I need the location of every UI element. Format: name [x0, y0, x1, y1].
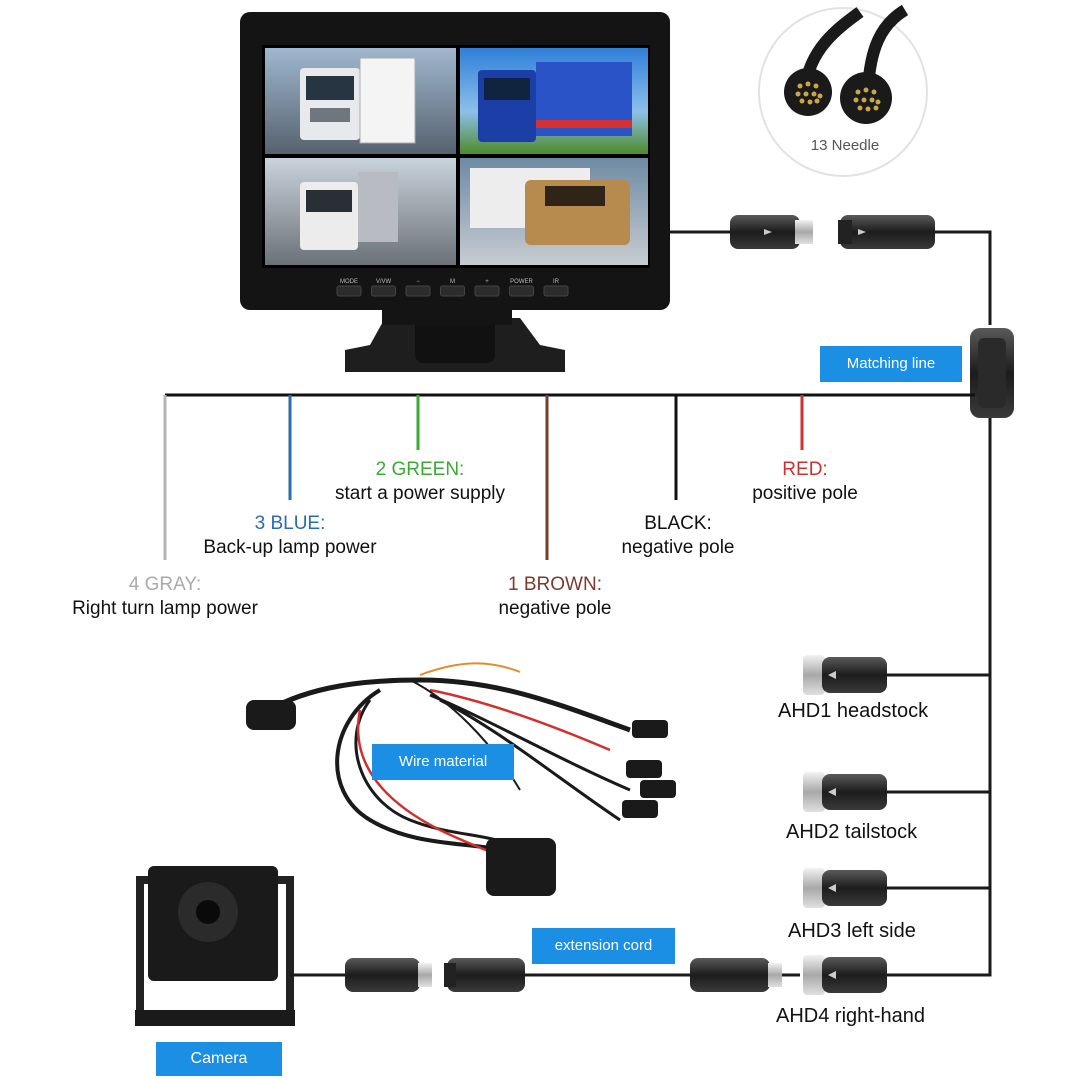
matching-line-splitter [970, 328, 1014, 418]
wire-desc-brown: negative pole [498, 598, 612, 619]
connector-caption: 13 Needle [811, 137, 879, 154]
wire-name-gray: 4 GRAY: [128, 574, 202, 595]
wire-label-blue: 3 BLUE: Back-up lamp power [170, 512, 410, 560]
svg-text:M: M [450, 279, 455, 285]
extension-cord-tag: extension cord [532, 928, 675, 964]
wire-name-black: BLACK: [644, 513, 712, 534]
truck-image-2 [478, 62, 632, 142]
ahd3-label: AHD3 left side [788, 920, 916, 942]
wire-label-gray: 4 GRAY: Right turn lamp power [40, 573, 290, 621]
svg-text:POWER: POWER [510, 279, 533, 285]
svg-text:V/VW: V/VW [376, 279, 392, 285]
ahd-plug-3 [803, 868, 887, 908]
wire-desc-green: start a power supply [334, 483, 506, 504]
wire-desc-blue: Back-up lamp power [203, 537, 377, 558]
svg-text:−: − [416, 279, 420, 285]
monitor-plug-pair [730, 215, 935, 249]
svg-text:IR: IR [553, 279, 560, 285]
wire-name-green: 2 GREEN: [375, 459, 465, 480]
monitor-button-2[interactable]: − [405, 279, 431, 297]
wire-label-black: BLACK: negative pole [588, 512, 768, 560]
ahd-plug-4 [803, 955, 887, 995]
wire-label-red: RED: positive pole [725, 458, 885, 506]
wire-desc-red: positive pole [752, 483, 858, 504]
camera-lens-icon [196, 900, 220, 924]
svg-text:MODE: MODE [340, 279, 358, 285]
wire-name-brown: 1 BROWN: [508, 574, 602, 595]
wire-material-tag: Wire material [372, 744, 514, 780]
ahd-plug-2 [803, 772, 887, 812]
ahd2-label: AHD2 tailstock [786, 821, 918, 843]
monitor-button-6[interactable]: IR [543, 279, 569, 297]
monitor: MODE V/VW − M + POWER IR [240, 12, 670, 372]
wire-label-green: 2 GREEN: start a power supply [300, 458, 540, 506]
wire-harness-image [246, 662, 676, 896]
wire-name-blue: 3 BLUE: [254, 513, 326, 534]
monitor-button-4[interactable]: + [474, 279, 500, 297]
wire-drops [163, 395, 804, 560]
connector-inset: 13 Needle [758, 4, 928, 177]
monitor-button-5[interactable]: POWER [509, 279, 534, 297]
wire-label-brown: 1 BROWN: negative pole [455, 573, 655, 621]
connector-plug-left [784, 68, 832, 116]
svg-text:+: + [485, 279, 489, 285]
monitor-button-1[interactable]: V/VW [371, 279, 396, 297]
main-cables [670, 230, 992, 977]
wire-name-red: RED: [782, 459, 828, 480]
ahd4-label: AHD4 right-hand [776, 1005, 925, 1027]
wire-desc-black: negative pole [621, 537, 735, 558]
ahd-plug-1 [803, 655, 887, 695]
truck-image-1 [300, 57, 416, 144]
wire-desc-gray: Right turn lamp power [72, 598, 258, 619]
camera-image [135, 866, 295, 1026]
camera-tag: Camera [156, 1042, 282, 1076]
matching-line-tag: Matching line [820, 346, 962, 382]
monitor-button-0[interactable]: MODE [336, 279, 362, 297]
monitor-button-3[interactable]: M [440, 279, 465, 297]
monitor-buttons: MODE V/VW − M + POWER IR [336, 279, 569, 297]
ahd-plugs [803, 655, 887, 995]
extension-cord [290, 958, 800, 992]
truck-image-4 [470, 168, 630, 245]
truck-image-3 [300, 172, 398, 250]
connector-plug-right [840, 72, 892, 124]
ahd1-label: AHD1 headstock [778, 700, 929, 722]
